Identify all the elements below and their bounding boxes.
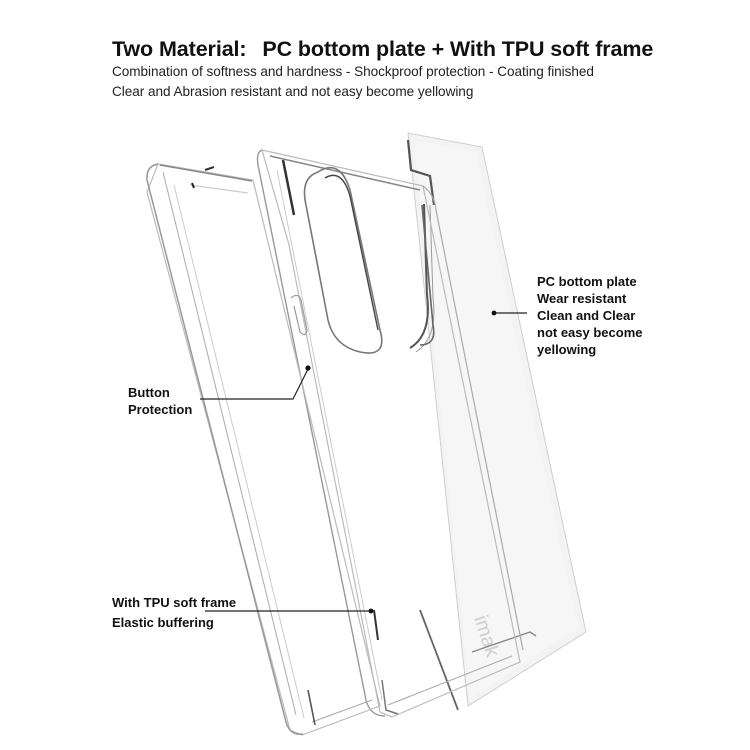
callout-line: Protection [128, 402, 193, 417]
callout-line: Button [128, 385, 170, 400]
tpu-frame-middle [256, 149, 524, 718]
callout-tpu-soft-frame: With TPU soft frame Elastic buffering [112, 593, 236, 633]
pc-bottom-plate: imak [406, 132, 587, 711]
callout-line: Elastic buffering [112, 615, 214, 630]
title-main: PC bottom plate + With TPU soft frame [262, 37, 654, 61]
tpu-frame-front [146, 163, 381, 736]
callout-button-protection: Button Protection [128, 384, 192, 418]
subtitle-line-1: Combination of softness and hardness - S… [112, 64, 594, 79]
header: Two Material: PC bottom plate + With TPU… [112, 36, 654, 102]
callout-leaders [200, 310, 527, 614]
subtitle-line-2: Clear and Abrasion resistant and not eas… [112, 84, 474, 99]
page-title: Two Material: PC bottom plate + With TPU… [112, 36, 654, 62]
callout-line: PC bottom plate [537, 274, 637, 289]
title-prefix: Two Material: [112, 37, 247, 61]
callout-line: yellowing [537, 342, 597, 357]
callout-line: not easy become [537, 325, 643, 340]
callout-line: Wear resistant [537, 291, 627, 306]
callout-pc-bottom-plate: PC bottom plate Wear resistant Clean and… [537, 273, 643, 358]
callout-line: Clean and Clear [537, 308, 636, 323]
callout-line: With TPU soft frame [112, 595, 237, 610]
